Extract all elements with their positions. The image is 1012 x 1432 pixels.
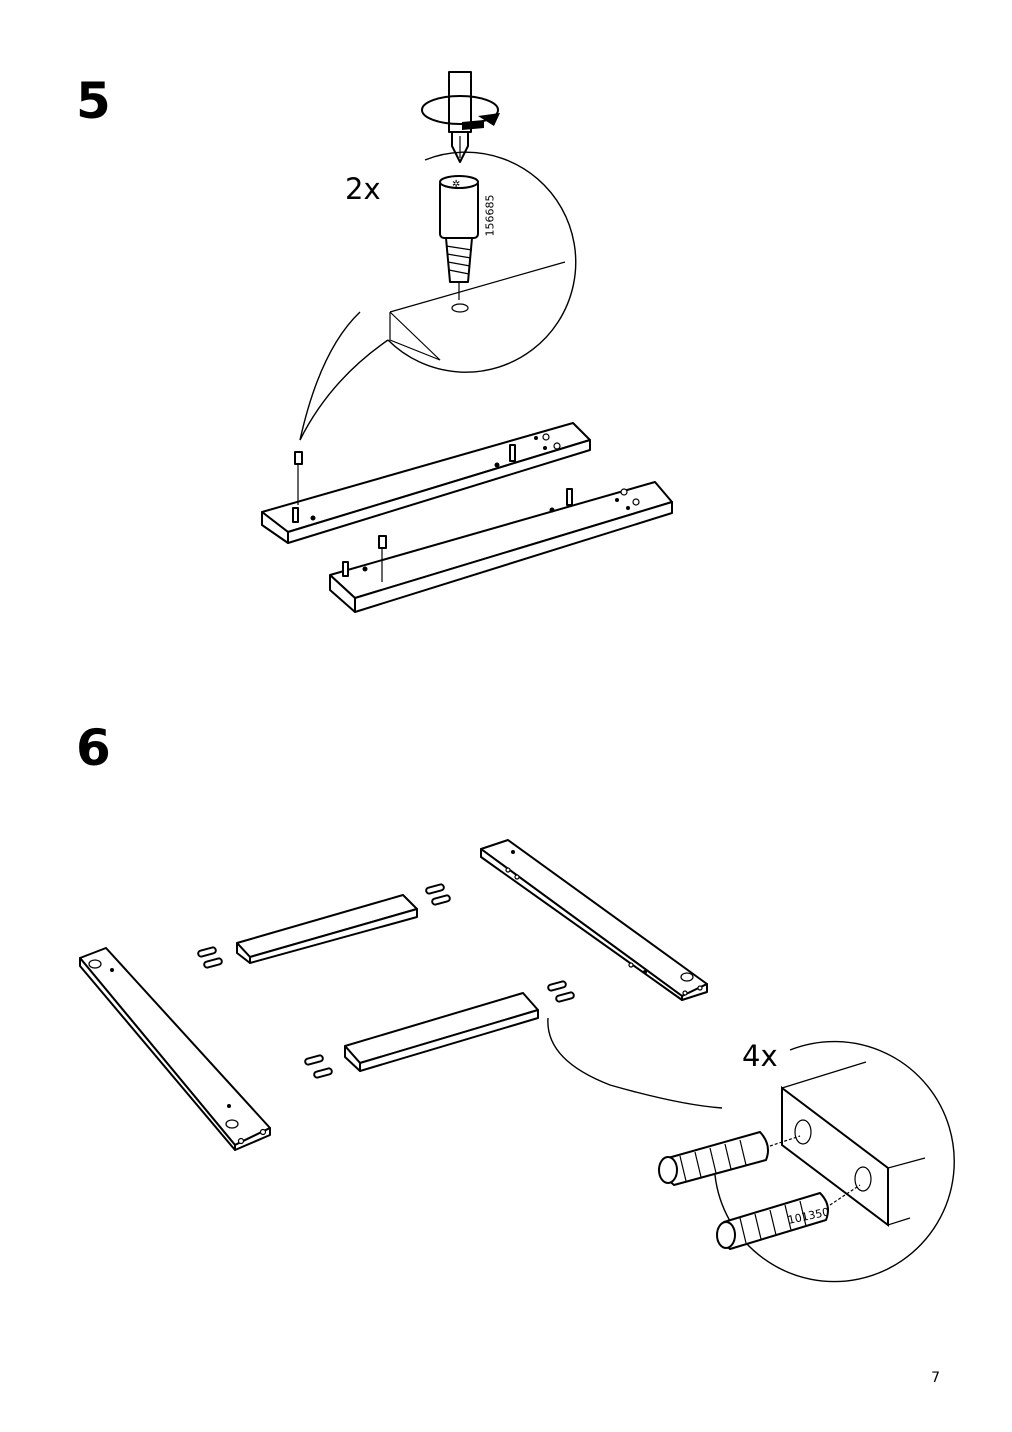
page-number: 7 (931, 1370, 940, 1386)
rail-1 (261, 422, 591, 544)
step5-illustration: ✲ (261, 71, 673, 613)
dowel-icon-large (658, 1131, 861, 1250)
step-6-quantity: 4x (740, 1039, 780, 1073)
svg-text:✲: ✲ (452, 179, 460, 190)
rotation-arrow-icon (421, 95, 500, 130)
dowel-icon (197, 883, 575, 1079)
screwdriver-icon (448, 71, 472, 163)
cross-rail-upper (236, 894, 418, 964)
side-rail-left (79, 947, 271, 1151)
cross-rail-lower (344, 992, 539, 1072)
rail-2 (329, 481, 673, 613)
step-5-quantity: 2x (343, 172, 383, 206)
screw-icon: ✲ (439, 175, 479, 300)
step-6-number: 6 (76, 719, 111, 777)
step-5-part-number: 156685 (483, 194, 497, 237)
step6-illustration (79, 839, 955, 1283)
side-rail-right (480, 839, 708, 1001)
step-5-number: 5 (76, 72, 111, 130)
